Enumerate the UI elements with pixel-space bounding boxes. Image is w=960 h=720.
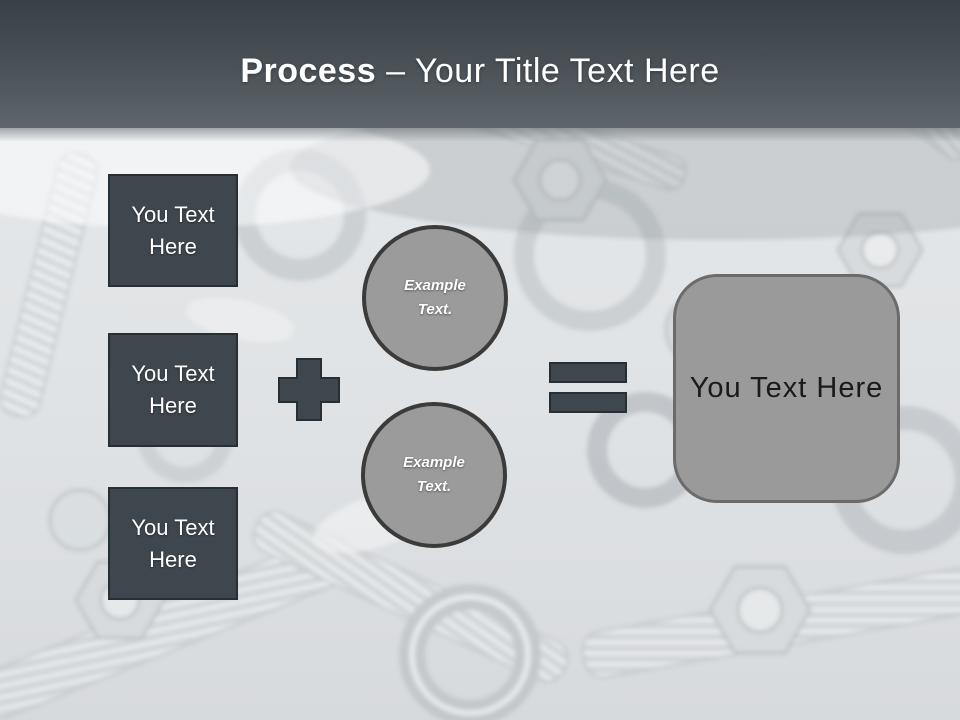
example-circle-2-line-2: Text.	[416, 478, 452, 495]
example-circle-1[interactable]: Example Text.	[362, 225, 508, 371]
slide-title-emphasis: Process	[240, 52, 377, 90]
example-circle-2-line-1: Example	[403, 454, 465, 471]
input-box-2[interactable]: You Text Here	[108, 333, 238, 447]
example-circle-1-line-2: Text.	[417, 301, 453, 318]
equals-icon	[549, 362, 627, 413]
title-band	[0, 0, 960, 128]
input-box-1[interactable]: You Text Here	[108, 174, 238, 287]
slide-title[interactable]: Process – Your Title Text Here	[0, 52, 960, 91]
input-box-3[interactable]: You Text Here	[108, 487, 238, 600]
result-box-label: You Text Here	[689, 372, 884, 404]
input-box-3-label: You Text Here	[131, 514, 215, 572]
example-circle-1-line-1: Example	[404, 277, 466, 294]
input-box-2-label: You Text Here	[131, 361, 215, 418]
slide-title-rest: – Your Title Text Here	[386, 52, 720, 90]
equals-bar-top	[549, 362, 627, 383]
equals-bar-bottom	[549, 392, 627, 413]
input-box-1-label: You Text Here	[131, 201, 215, 259]
result-box[interactable]: You Text Here	[673, 274, 900, 503]
example-circle-2[interactable]: Example Text.	[361, 402, 507, 548]
plus-icon	[278, 358, 340, 421]
